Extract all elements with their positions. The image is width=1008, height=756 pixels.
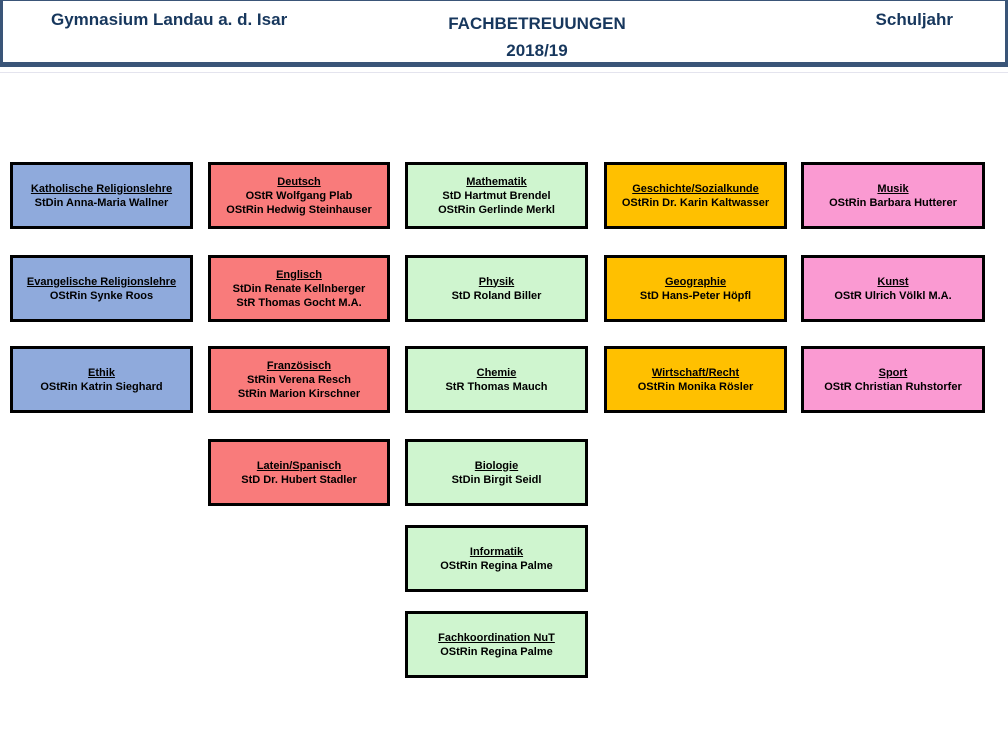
teacher-name: OStRin Regina Palme: [440, 645, 553, 658]
box-englisch: Englisch StDin Renate Kellnberger StR Th…: [208, 255, 390, 322]
teacher-name: OStRin Hedwig Steinhauser: [226, 203, 372, 216]
schuljahr-label: Schuljahr: [875, 10, 953, 29]
title-line1: FACHBETREUUNGEN: [448, 14, 626, 33]
box-fachkoordination-nut: Fachkoordination NuT OStRin Regina Palme: [405, 611, 588, 678]
header-bar: Gymnasium Landau a. d. Isar FACHBETREUUN…: [0, 0, 1008, 67]
teacher-name: StD Hartmut Brendel: [442, 189, 551, 202]
teacher-name: StDin Anna-Maria Wallner: [34, 196, 169, 209]
box-musik: Musik OStRin Barbara Hutterer: [801, 162, 985, 229]
header-divider: [0, 72, 1008, 73]
teacher-name: StDin Birgit Seidl: [451, 473, 542, 486]
box-ethik: Ethik OStRin Katrin Sieghard: [10, 346, 193, 413]
subject-label: Biologie: [474, 459, 519, 472]
teacher-name: StD Dr. Hubert Stadler: [241, 473, 357, 486]
title-line2: 2018/19: [506, 41, 568, 60]
subject-label: Fachkoordination NuT: [438, 631, 555, 644]
subject-label: Kunst: [877, 275, 909, 288]
box-mathematik: Mathematik StD Hartmut Brendel OStRin Ge…: [405, 162, 588, 229]
subject-label: Deutsch: [277, 175, 321, 188]
subject-label: Geographie: [664, 275, 727, 288]
teacher-name: StRin Verena Resch: [247, 373, 351, 386]
box-latein-spanisch: Latein/Spanisch StD Dr. Hubert Stadler: [208, 439, 390, 506]
box-chemie: Chemie StR Thomas Mauch: [405, 346, 588, 413]
subject-label: Informatik: [469, 545, 524, 558]
box-katholische-religionslehre: Katholische Religionslehre StDin Anna-Ma…: [10, 162, 193, 229]
box-evangelische-religionslehre: Evangelische Religionslehre OStRin Synke…: [10, 255, 193, 322]
teacher-name: OStRin Regina Palme: [440, 559, 553, 572]
box-physik: Physik StD Roland Biller: [405, 255, 588, 322]
subject-label: Wirtschaft/Recht: [651, 366, 740, 379]
subject-label: Latein/Spanisch: [256, 459, 342, 472]
teacher-name: OStRin Gerlinde Merkl: [438, 203, 555, 216]
subject-label: Ethik: [88, 366, 115, 379]
subject-label: Katholische Religionslehre: [30, 182, 173, 195]
box-wirtschaft-recht: Wirtschaft/Recht OStRin Monika Rösler: [604, 346, 787, 413]
subject-label: Geschichte/Sozialkunde: [632, 182, 759, 195]
subject-label: Evangelische Religionslehre: [26, 275, 177, 288]
teacher-name: OStRin Katrin Sieghard: [40, 380, 163, 393]
box-deutsch: Deutsch OStR Wolfgang Plab OStRin Hedwig…: [208, 162, 390, 229]
box-sport: Sport OStR Christian Ruhstorfer: [801, 346, 985, 413]
box-geschichte-sozialkunde: Geschichte/Sozialkunde OStRin Dr. Karin …: [604, 162, 787, 229]
teacher-name: StD Roland Biller: [451, 289, 542, 302]
teacher-name: OStRin Synke Roos: [49, 289, 154, 302]
teacher-name: StD Hans-Peter Höpfl: [639, 289, 752, 302]
subject-label: Sport: [878, 366, 908, 379]
subject-label: Französisch: [266, 359, 332, 372]
box-biologie: Biologie StDin Birgit Seidl: [405, 439, 588, 506]
box-geographie: Geographie StD Hans-Peter Höpfl: [604, 255, 787, 322]
teacher-name: StDin Renate Kellnberger: [232, 282, 366, 295]
page-title: FACHBETREUUNGEN 2018/19: [69, 10, 1005, 64]
subject-label: Musik: [877, 182, 909, 195]
teacher-name: StR Thomas Mauch: [445, 380, 548, 393]
teacher-name: OStRin Dr. Karin Kaltwasser: [621, 196, 770, 209]
subject-label: Englisch: [276, 268, 322, 281]
teacher-name: OStRin Barbara Hutterer: [829, 196, 957, 209]
teacher-name: StR Thomas Gocht M.A.: [236, 296, 362, 309]
box-informatik: Informatik OStRin Regina Palme: [405, 525, 588, 592]
subject-label: Chemie: [476, 366, 517, 379]
teacher-name: StRin Marion Kirschner: [237, 387, 361, 400]
box-kunst: Kunst OStR Ulrich Völkl M.A.: [801, 255, 985, 322]
teacher-name: OStR Christian Ruhstorfer: [824, 380, 962, 393]
school-name: Gymnasium Landau a. d. Isar: [51, 10, 288, 29]
teacher-name: OStR Wolfgang Plab: [245, 189, 353, 202]
teacher-name: OStRin Monika Rösler: [637, 380, 754, 393]
teacher-name: OStR Ulrich Völkl M.A.: [834, 289, 952, 302]
subject-label: Mathematik: [466, 175, 527, 188]
subject-label: Physik: [478, 275, 515, 288]
box-franzoesisch: Französisch StRin Verena Resch StRin Mar…: [208, 346, 390, 413]
